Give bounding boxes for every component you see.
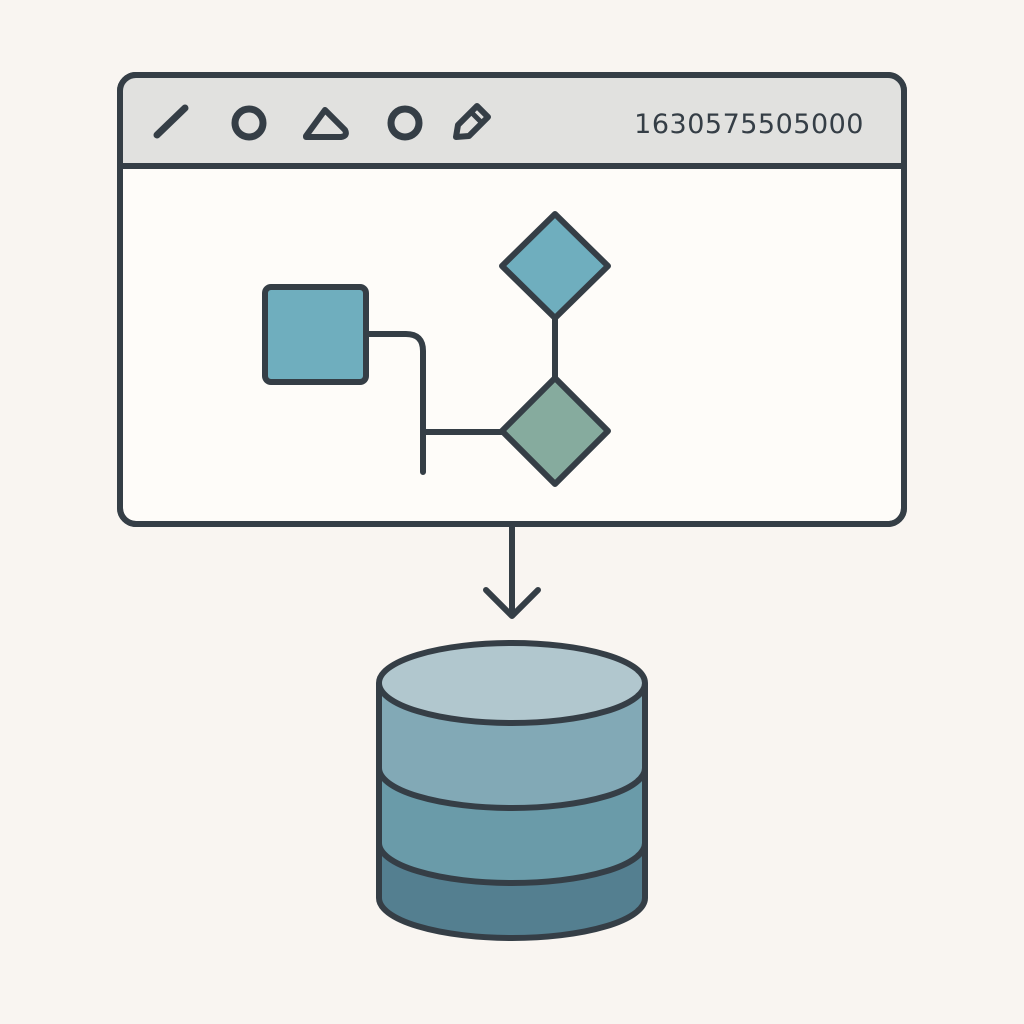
- diamond-node-bottom[interactable]: [499, 375, 611, 487]
- square-node[interactable]: [262, 284, 369, 385]
- toolbar: [123, 78, 901, 166]
- database-layer-3: [379, 843, 645, 938]
- circle-icon: [387, 105, 423, 141]
- database-body-outline: [376, 683, 648, 941]
- circle-tool[interactable]: [231, 105, 267, 141]
- window-outline: [117, 72, 907, 527]
- database-layer-2: [379, 768, 645, 883]
- circle-tool-2[interactable]: [387, 105, 423, 141]
- connector-square-to-diamond: [363, 331, 506, 475]
- app-window: 1630575505000: [117, 72, 907, 527]
- database-band-1: [376, 767, 648, 811]
- timestamp-readout: 1630575505000: [634, 109, 864, 140]
- eraser-tool[interactable]: [303, 107, 349, 140]
- diamond-node-top[interactable]: [499, 211, 611, 321]
- line-icon: [153, 104, 189, 139]
- database-band-2: [376, 842, 648, 886]
- circle-icon: [231, 105, 267, 141]
- canvas-diagram: [262, 211, 611, 487]
- database-icon: [376, 640, 648, 941]
- pencil-tool[interactable]: [453, 103, 491, 140]
- down-arrow: [483, 527, 541, 619]
- eraser-icon: [303, 107, 349, 140]
- database-layer-1: [379, 683, 645, 808]
- line-tool[interactable]: [153, 104, 189, 139]
- pencil-icon: [453, 103, 491, 140]
- arrow-head-icon: [483, 587, 541, 619]
- database-top: [379, 643, 645, 723]
- pencil-band: [469, 110, 484, 125]
